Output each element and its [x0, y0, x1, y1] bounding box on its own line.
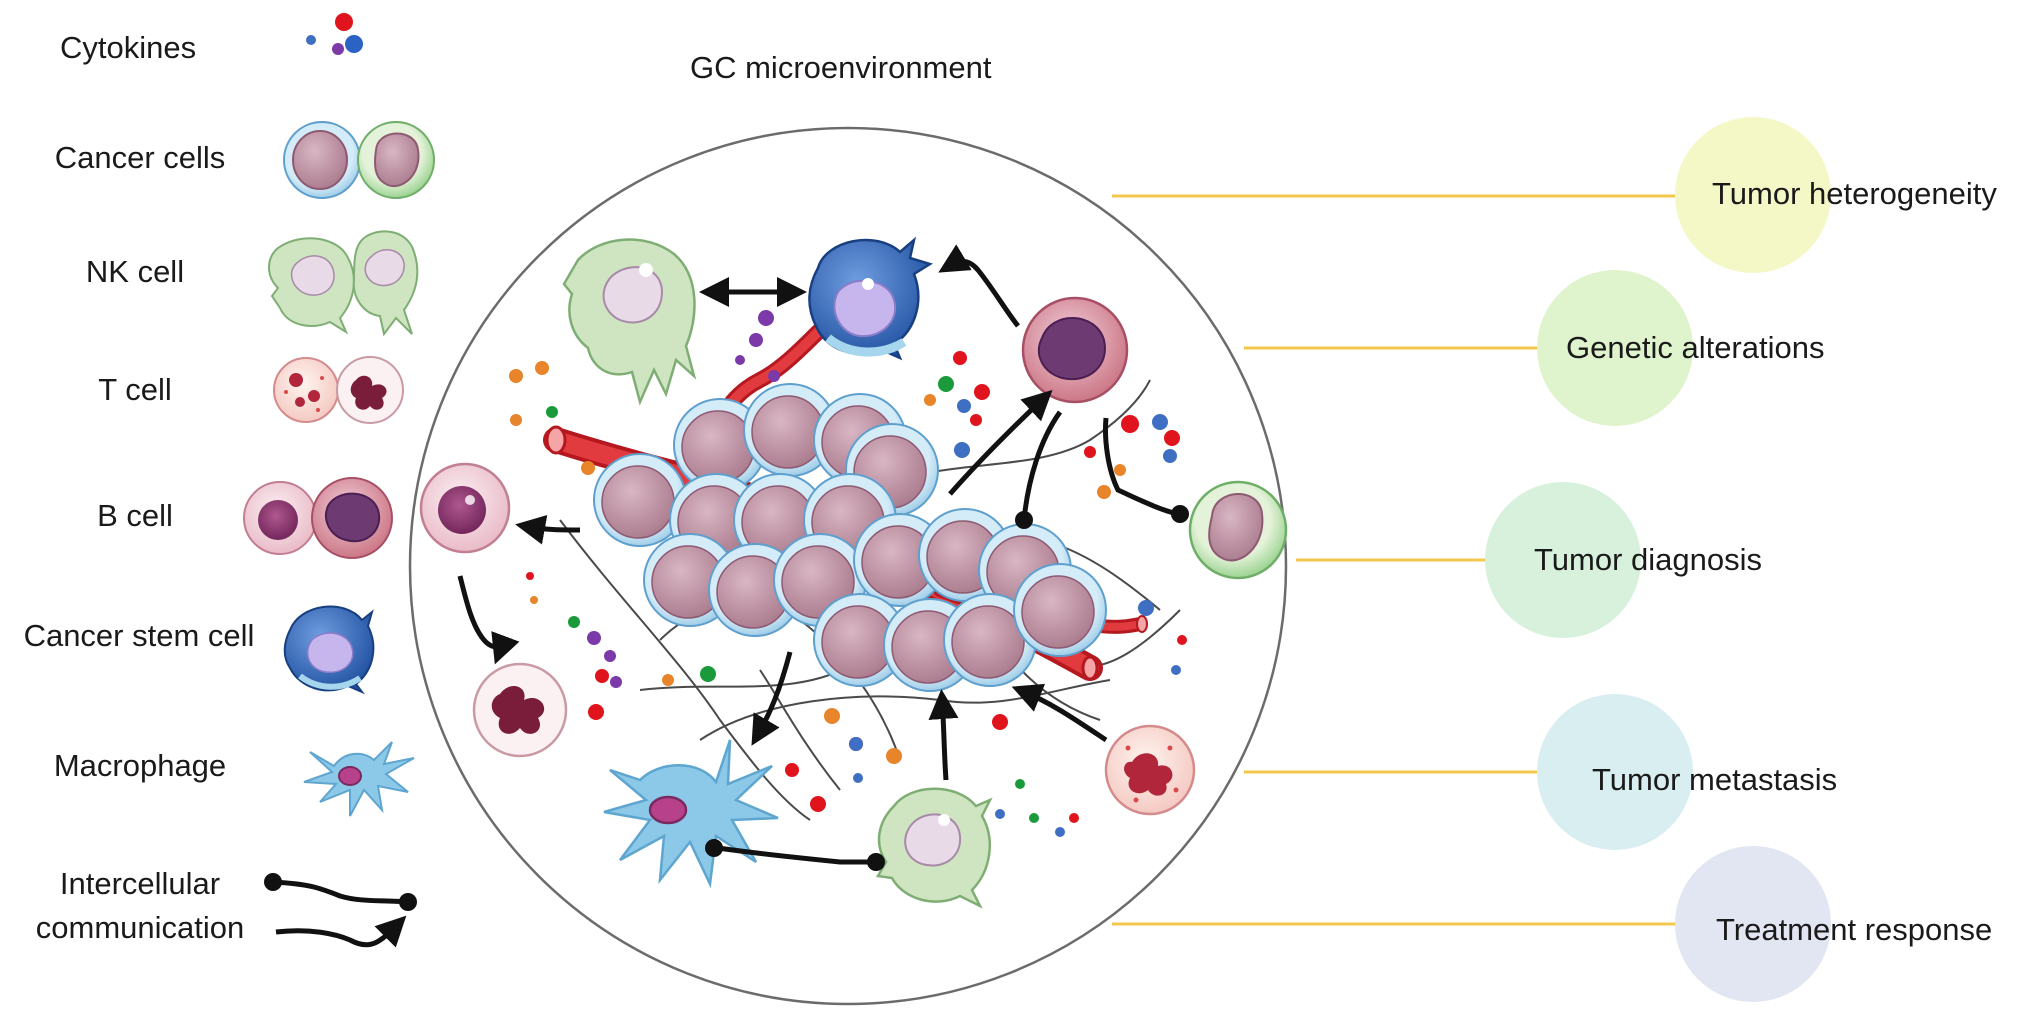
- cytokine-dot: [938, 376, 954, 392]
- cytokine-dot: [595, 669, 609, 683]
- cytokine-dot: [535, 361, 549, 375]
- cytokine-dot: [824, 708, 840, 724]
- intercellular-communication-icon: [264, 873, 417, 945]
- cytokine-dot: [1114, 464, 1126, 476]
- b-cell-top: [1023, 298, 1127, 402]
- cytokine-dot: [810, 796, 826, 812]
- cytokine-dot: [974, 384, 990, 400]
- legend-label-macrophage: Macrophage: [40, 748, 240, 784]
- cancer-cell-green: [1190, 482, 1286, 578]
- cytokine-dot: [509, 369, 523, 383]
- cytokine-dot: [749, 333, 763, 347]
- b-cell-icon: [244, 478, 392, 558]
- cancer-stem-cell-icon: [285, 607, 374, 692]
- legend-label-cancer-cells: Cancer cells: [40, 140, 240, 176]
- legend-label-b-cell: B cell: [70, 498, 200, 534]
- cytokine-dot: [1171, 665, 1181, 675]
- cytokine-dot: [735, 355, 745, 365]
- cytokine-dot: [758, 310, 774, 326]
- cytokine-dot: [1163, 449, 1177, 463]
- legend-label-t-cell: T cell: [70, 372, 200, 408]
- cytokine-dot: [604, 650, 616, 662]
- cytokine-dot: [1015, 779, 1025, 789]
- outcome-label-tumor-metastasis: Tumor metastasis: [1592, 762, 1837, 798]
- cancer-cell-nucleus: [682, 411, 754, 483]
- cytokine-dot: [995, 809, 1005, 819]
- cytokine-dot: [1152, 414, 1168, 430]
- outcome-label-tumor-heterogeneity: Tumor heterogeneity: [1712, 176, 1997, 212]
- cytokine-dot: [992, 714, 1008, 730]
- cytokine-dot: [568, 616, 580, 628]
- outcome-label-tumor-diagnosis: Tumor diagnosis: [1534, 542, 1762, 578]
- macrophage-icon: [304, 742, 414, 816]
- cytokine-dot: [530, 596, 538, 604]
- cytokine-dot: [849, 737, 863, 751]
- t-cell-icon: [274, 357, 403, 423]
- cytokine-dot: [1069, 813, 1079, 823]
- cytokine-dot: [886, 748, 902, 764]
- outcome-label-genetic-alterations: Genetic alterations: [1566, 330, 1824, 366]
- cytokine-dot: [1177, 635, 1187, 645]
- cytokine-dot: [662, 674, 674, 686]
- legend-label-intercellular-line1: Intercellular: [40, 866, 240, 902]
- cytokine-dot: [700, 666, 716, 682]
- cancer-cell-nucleus: [602, 466, 674, 538]
- cytokine-dot: [526, 572, 534, 580]
- cytokine-dot: [588, 704, 604, 720]
- cytokine-dot: [924, 394, 936, 406]
- cytokine-dot: [953, 351, 967, 365]
- legend-label-intercellular-line2: communication: [30, 910, 250, 946]
- cancer-cell-nucleus: [952, 606, 1024, 678]
- legend-label-cytokines: Cytokines: [60, 30, 190, 66]
- cytokine-dot: [1055, 827, 1065, 837]
- diagram-title: GC microenvironment: [690, 50, 991, 86]
- cytokine-dot: [1097, 485, 1111, 499]
- cytokine-dot: [768, 370, 780, 382]
- cytokine-dot: [1084, 446, 1096, 458]
- cytokine-dot: [610, 676, 622, 688]
- b-cell-left: [421, 464, 509, 552]
- cytokine-dot: [1164, 430, 1180, 446]
- t-cell-left: [474, 664, 566, 756]
- cancer-cell-nucleus: [752, 396, 824, 468]
- cytokine-dot: [954, 442, 970, 458]
- cytokine-dot: [546, 406, 558, 418]
- cytokine-dot: [587, 631, 601, 645]
- cancer-cell-nucleus: [1022, 576, 1094, 648]
- t-cell-right: [1106, 726, 1194, 814]
- legend-label-nk-cell: NK cell: [60, 254, 210, 290]
- cytokine-dot: [581, 461, 595, 475]
- cytokine-dot: [957, 399, 971, 413]
- outcome-label-treatment-response: Treatment response: [1716, 912, 1992, 948]
- cytokines-icon: [306, 13, 363, 55]
- cancer-cells-icon: [284, 122, 434, 198]
- cytokine-dot: [853, 773, 863, 783]
- nk-cell-icon: [269, 231, 417, 334]
- cytokine-dot: [1029, 813, 1039, 823]
- cytokine-dot: [785, 763, 799, 777]
- cytokine-dot: [1121, 415, 1139, 433]
- cytokine-dot: [1138, 600, 1154, 616]
- cytokine-dot: [970, 414, 982, 426]
- cytokine-dot: [510, 414, 522, 426]
- legend-label-cancer-stem-cell: Cancer stem cell: [4, 618, 274, 654]
